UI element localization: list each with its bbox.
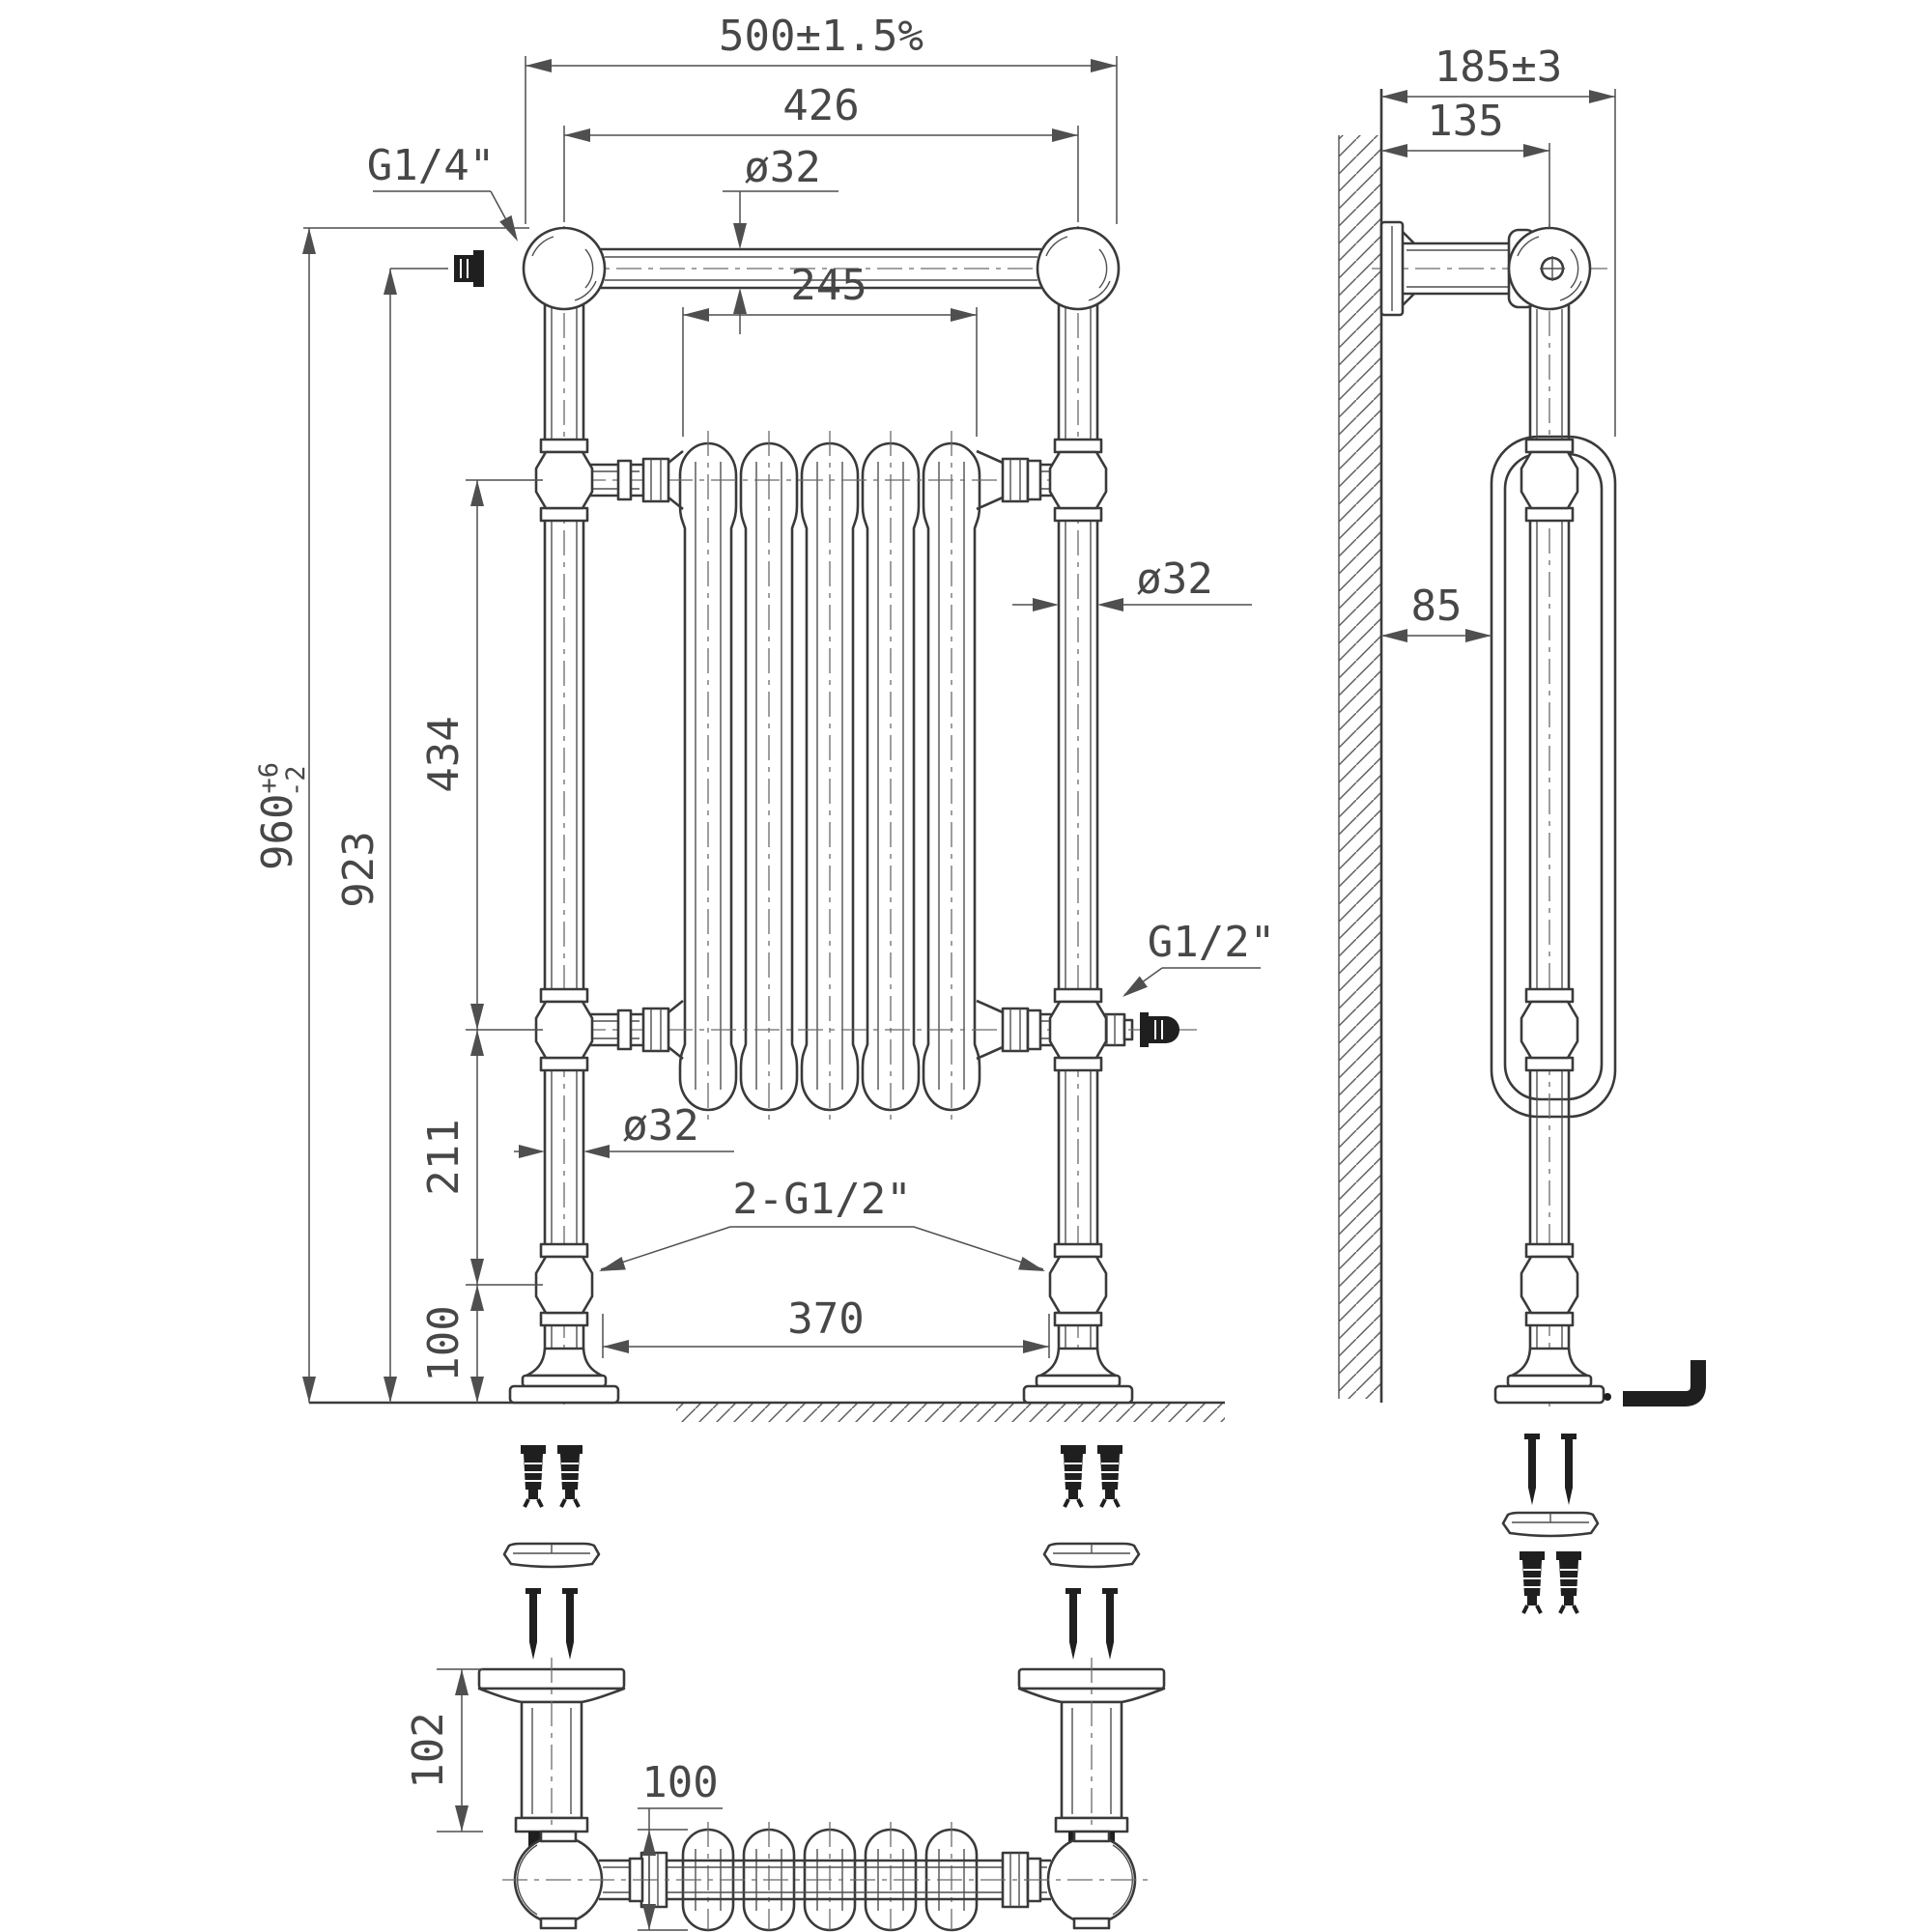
right-post [1057,226,1099,1405]
wall-plug [1095,1443,1124,1509]
svg-text:102: 102 [404,1712,453,1788]
svg-text:ø32: ø32 [744,143,820,192]
allen-key [1604,1360,1706,1406]
dim-union-to-floor: 100 [419,1305,469,1381]
svg-text:245: 245 [790,261,867,310]
svg-text:185±3: 185±3 [1435,43,1562,92]
side-foot-union [1520,1242,1579,1327]
svg-text:370: 370 [787,1294,864,1344]
dim-floor-to-top-rail: 923 [334,268,448,1403]
dim-post-diameter: ø32 [1012,554,1252,611]
floor-mount-post [1017,1656,1166,1861]
dim-foot-centres: 370 [602,1294,1050,1358]
dim-radiator-width: 245 [682,261,978,437]
upper-mid-rail [537,449,1105,511]
wall-section [1338,89,1383,1403]
wall-plug [1518,1549,1547,1615]
svg-text:2-G1/2": 2-G1/2" [732,1175,911,1224]
plan-view [502,1820,1148,1932]
air-vent-plug [454,250,484,287]
dim-towel-bar-diameter: ø32 [723,143,838,334]
side-view [1338,89,1706,1406]
top-left-ball-joint [522,226,607,311]
right-foot [1022,1347,1134,1405]
svg-text:100: 100 [641,1758,718,1807]
dim-bottom-connections: 2-G1/2" [596,1175,1048,1278]
dim-wall-to-post: 135 [1381,97,1550,228]
svg-text:500±1.5%: 500±1.5% [719,12,923,61]
svg-text:85: 85 [1411,582,1463,631]
front-view [454,226,1202,1405]
fixing-screw [1524,1434,1540,1505]
svg-text:426: 426 [782,81,859,130]
fixing-screw [1065,1588,1081,1660]
top-right-ball-joint [1036,226,1121,311]
svg-text:ø32: ø32 [1136,554,1212,604]
side-connection-plug [1128,1012,1202,1047]
wall-plug [519,1443,548,1509]
dimensions: 500±1.5% 426 ø32 245 [253,12,1616,1931]
right-foot-union [1048,1242,1108,1327]
cover-rosette [502,1542,601,1569]
floor [309,1401,1225,1422]
lower-right-union [1048,987,1108,1072]
left-post [543,226,585,1405]
svg-text:135: 135 [1427,97,1503,146]
fixing-kit-side [1501,1434,1600,1615]
svg-text:G1/4": G1/4" [367,141,495,190]
fixing-screw [526,1588,541,1660]
fixing-kit-left [477,1443,626,1861]
fixing-screw [1561,1434,1577,1505]
dim-rail-to-union: 211 [419,1119,469,1195]
left-foot-union [534,1242,594,1327]
svg-text:G1/2": G1/2" [1148,918,1275,967]
upper-right-union [1048,438,1108,523]
dim-overall-height: 960+6-2 [253,227,529,1403]
svg-text:ø32: ø32 [622,1101,698,1151]
fixing-kit-right [1017,1443,1166,1861]
cover-rosette [1501,1511,1600,1538]
lower-left-union [534,987,594,1072]
left-foot [508,1347,620,1405]
upper-left-union [534,438,594,523]
dim-side-connection: G1/2" [1118,918,1275,1003]
side-upper-union [1520,438,1579,523]
side-foot [1493,1347,1605,1405]
wall-plug [1554,1549,1583,1615]
wall-plug [1059,1443,1088,1509]
dim-overall-width: 500±1.5% [525,12,1118,224]
dim-mount-post-height: 102 [404,1668,483,1833]
radiator-columns [678,429,981,1124]
dim-air-vent: G1/4" [367,141,525,245]
dim-post-diameter-lower: ø32 [514,1101,734,1158]
cover-rosette [1042,1542,1141,1569]
fixing-screw [1102,1588,1118,1660]
top-towel-rail [529,247,1113,290]
svg-text:923: 923 [334,831,384,907]
dim-wall-clearance: 85 [1381,582,1492,642]
fixing-screw [562,1588,578,1660]
dim-chain-left: 434 211 100 [419,479,543,1403]
elbow-set-screw [1540,256,1565,281]
svg-text:960+6-2: 960+6-2 [253,762,311,870]
side-lower-union [1520,987,1579,1072]
floor-mount-post [477,1656,626,1861]
dim-column-depth: 100 [638,1758,723,1931]
dim-rail-to-rail: 434 [419,716,469,792]
wall-plug [555,1443,584,1509]
dim-overall-depth: 185±3 [1381,43,1616,437]
dim-rail-centres: 426 [563,81,1079,222]
